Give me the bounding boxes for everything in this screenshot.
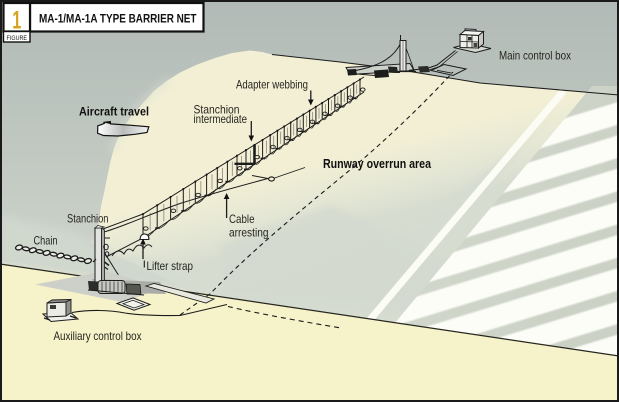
svg-text:Stanchion: Stanchion bbox=[67, 211, 109, 225]
svg-text:Main control box: Main control box bbox=[499, 49, 571, 63]
svg-text:1: 1 bbox=[12, 7, 21, 35]
svg-text:Auxiliary control box: Auxiliary control box bbox=[54, 329, 142, 343]
svg-text:arresting: arresting bbox=[229, 226, 269, 240]
svg-text:Adapter webbing: Adapter webbing bbox=[236, 78, 308, 92]
svg-text:MA-1/MA-1A TYPE BARRIER NET: MA-1/MA-1A TYPE BARRIER NET bbox=[39, 12, 197, 26]
svg-text:Cable: Cable bbox=[229, 212, 255, 226]
svg-text:Lifter strap: Lifter strap bbox=[147, 259, 194, 273]
svg-text:Runway overrun area: Runway overrun area bbox=[323, 156, 432, 171]
svg-text:intermediate: intermediate bbox=[194, 112, 248, 126]
svg-text:Stanchion: Stanchion bbox=[194, 103, 240, 117]
svg-text:Aircraft travel: Aircraft travel bbox=[79, 105, 149, 119]
svg-text:Chain: Chain bbox=[34, 234, 58, 248]
svg-text:FIGURE: FIGURE bbox=[7, 35, 28, 42]
